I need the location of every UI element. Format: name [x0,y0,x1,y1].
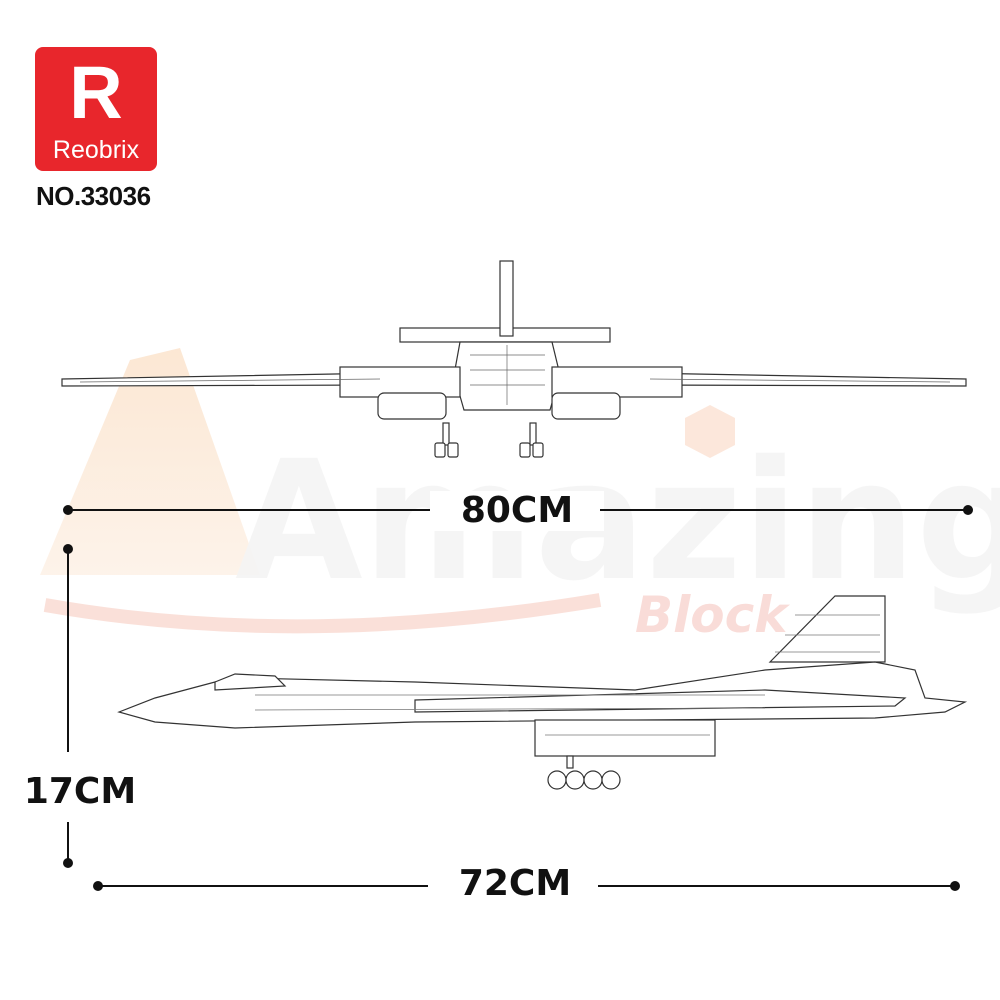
height-dimension-label: 17CM [18,772,142,812]
aircraft-side-view-icon [117,595,968,790]
watermark-title: Amazing [235,425,1000,617]
height-dim-bottom-dot [63,858,73,868]
model-number: NO.33036 [36,181,151,211]
watermark-subtitle: Block [635,586,790,644]
width-dimension-label: 80CM [430,491,604,531]
width-dim-right-dot [963,505,973,515]
length-dim-line-right [598,885,955,887]
length-dimension-label: 72CM [428,864,602,904]
logo-wordmark: Reobrix [52,136,140,164]
length-dim-right-dot [950,881,960,891]
reobrix-logo: R Reobrix [35,47,157,171]
height-dim-line-top [67,549,69,752]
height-dim-line-bottom [67,822,69,862]
aircraft-front-view-icon [61,260,967,458]
length-dim-line-left [98,885,428,887]
width-dim-line-left [68,509,430,511]
logo-letter: R [69,51,123,134]
width-dim-line-right [600,509,968,511]
